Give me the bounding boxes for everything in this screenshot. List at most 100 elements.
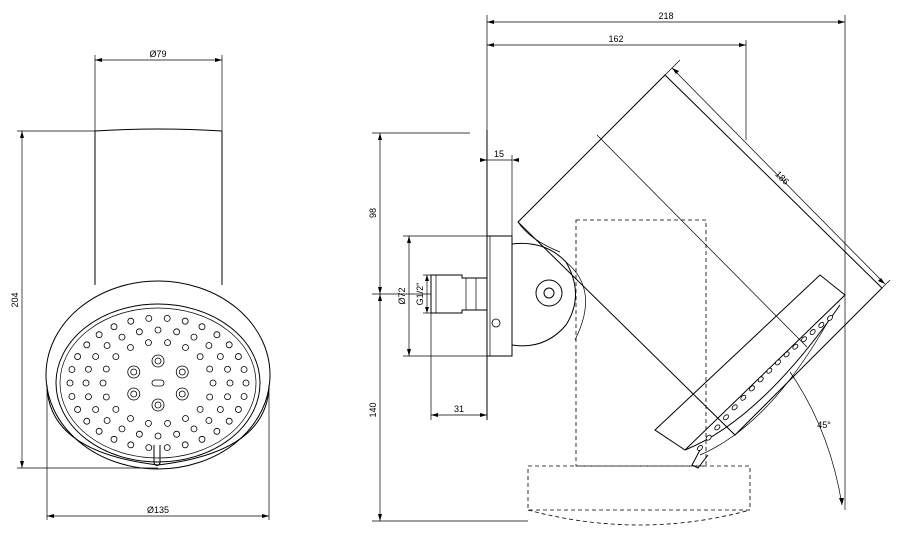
nozzle-hole — [242, 379, 250, 387]
nozzle-hole — [206, 365, 214, 373]
nozzle-hole — [118, 333, 126, 341]
nozzle-hole — [205, 342, 213, 349]
dim-side-flange-diameter: Ø72 — [397, 287, 407, 304]
nozzle-hole — [224, 365, 231, 373]
nozzle-hole — [118, 425, 126, 433]
nozzle-hole — [112, 353, 120, 361]
dim-front-height: 204 — [10, 292, 20, 307]
nozzle-hole — [127, 317, 135, 325]
side-thread-connector — [430, 274, 488, 314]
nozzle-hole — [110, 435, 118, 443]
side-view: 218 162 186 15 98 Ø72 — [368, 11, 891, 526]
dim-side-height-upper: 98 — [368, 208, 378, 218]
side-nozzle — [775, 359, 781, 366]
nozzle-hole — [92, 406, 100, 413]
nozzle-hole — [103, 342, 111, 349]
side-nozzle — [714, 424, 721, 431]
side-nozzle — [801, 336, 807, 343]
nozzle-hole — [112, 405, 120, 413]
front-head-outer — [45, 280, 271, 470]
dim-side-thread: G1/2" — [415, 283, 425, 306]
nozzle-hole — [92, 353, 100, 360]
front-head-rim — [46, 384, 270, 466]
nozzle-hole — [206, 393, 214, 401]
nozzle-hole — [66, 379, 74, 387]
front-nozzle-holes — [66, 314, 250, 452]
front-face-plate-inner — [59, 307, 257, 459]
nozzle-hole — [127, 441, 135, 449]
side-nozzle — [818, 322, 825, 328]
side-nozzle — [731, 404, 738, 411]
side-nozzle — [697, 445, 703, 451]
front-arm-body — [94, 128, 223, 285]
nozzle-hole — [196, 353, 204, 361]
front-face-plate — [55, 303, 261, 463]
nozzle-hole — [127, 415, 134, 422]
nozzle-hole — [216, 406, 224, 413]
side-nozzle — [766, 367, 773, 374]
nozzle-hole — [213, 331, 221, 339]
nozzle-hole — [83, 417, 91, 425]
side-nozzle — [783, 351, 790, 358]
side-nozzle — [827, 315, 833, 321]
nozzle-hole — [226, 379, 234, 387]
nozzle-hole — [240, 366, 248, 373]
nozzle-hole — [225, 417, 233, 425]
nozzle-hole — [145, 339, 152, 347]
nozzle-hole — [95, 427, 103, 435]
dim-front-top-diameter: Ø79 — [149, 49, 166, 59]
dim-side-angle: 45° — [817, 420, 831, 430]
dim-side-arm-width: 162 — [608, 34, 623, 44]
nozzle-hole — [127, 344, 134, 351]
nozzle-hole — [225, 341, 233, 349]
side-nozzle — [809, 329, 816, 336]
nozzle-hole — [82, 379, 90, 387]
nozzle-hole — [196, 405, 204, 413]
nozzle-hole — [163, 444, 171, 452]
nozzle-hole — [234, 406, 242, 413]
nozzle-hole — [182, 344, 189, 351]
side-wall-flange — [486, 235, 513, 357]
center-slot — [151, 379, 165, 387]
nozzle-hole — [216, 353, 224, 360]
nozzle-hole — [224, 393, 231, 401]
side-tilted-arm — [517, 74, 883, 436]
nozzle-hole — [154, 326, 162, 334]
nozzle-hole — [145, 314, 153, 322]
nozzle-hole — [190, 425, 198, 433]
side-nozzle — [740, 394, 747, 401]
nozzle-hole — [110, 323, 118, 331]
nozzle-hole — [85, 393, 92, 401]
dim-side-total-width: 218 — [658, 11, 673, 21]
nozzle-hole — [240, 393, 248, 400]
nozzle-hole — [198, 435, 206, 443]
nozzle-hole — [173, 328, 181, 336]
nozzle-hole — [163, 314, 171, 322]
side-nozzle — [723, 414, 729, 421]
nozzle-hole — [164, 339, 171, 347]
nozzle-hole — [213, 427, 221, 435]
nozzle-hole — [135, 430, 143, 438]
nozzle-hole — [190, 333, 198, 341]
dim-side-offset-small: 15 — [494, 149, 504, 159]
nozzle-hole — [68, 393, 76, 400]
nozzle-hole — [164, 419, 171, 427]
nozzle-hole — [135, 328, 143, 336]
front-view: Ø79 204 Ø135 — [10, 49, 271, 520]
nozzle-hole — [198, 323, 206, 331]
nozzle-hole — [181, 317, 189, 325]
nozzle-hole — [154, 432, 162, 440]
nozzle-hole — [205, 417, 213, 424]
nozzle-hole — [95, 331, 103, 339]
nozzle-hole — [145, 444, 153, 452]
nozzle-hole — [173, 430, 181, 438]
front-lever — [153, 445, 161, 466]
nozzle-hole — [68, 366, 76, 373]
dim-front-bottom-diameter: Ø135 — [147, 505, 169, 515]
nozzle-hole — [85, 365, 92, 373]
dim-side-base-depth: 31 — [454, 404, 464, 414]
nozzle-hole — [102, 365, 110, 373]
side-nozzle — [705, 434, 712, 441]
side-nozzle — [757, 376, 764, 383]
side-nozzle — [792, 343, 799, 350]
